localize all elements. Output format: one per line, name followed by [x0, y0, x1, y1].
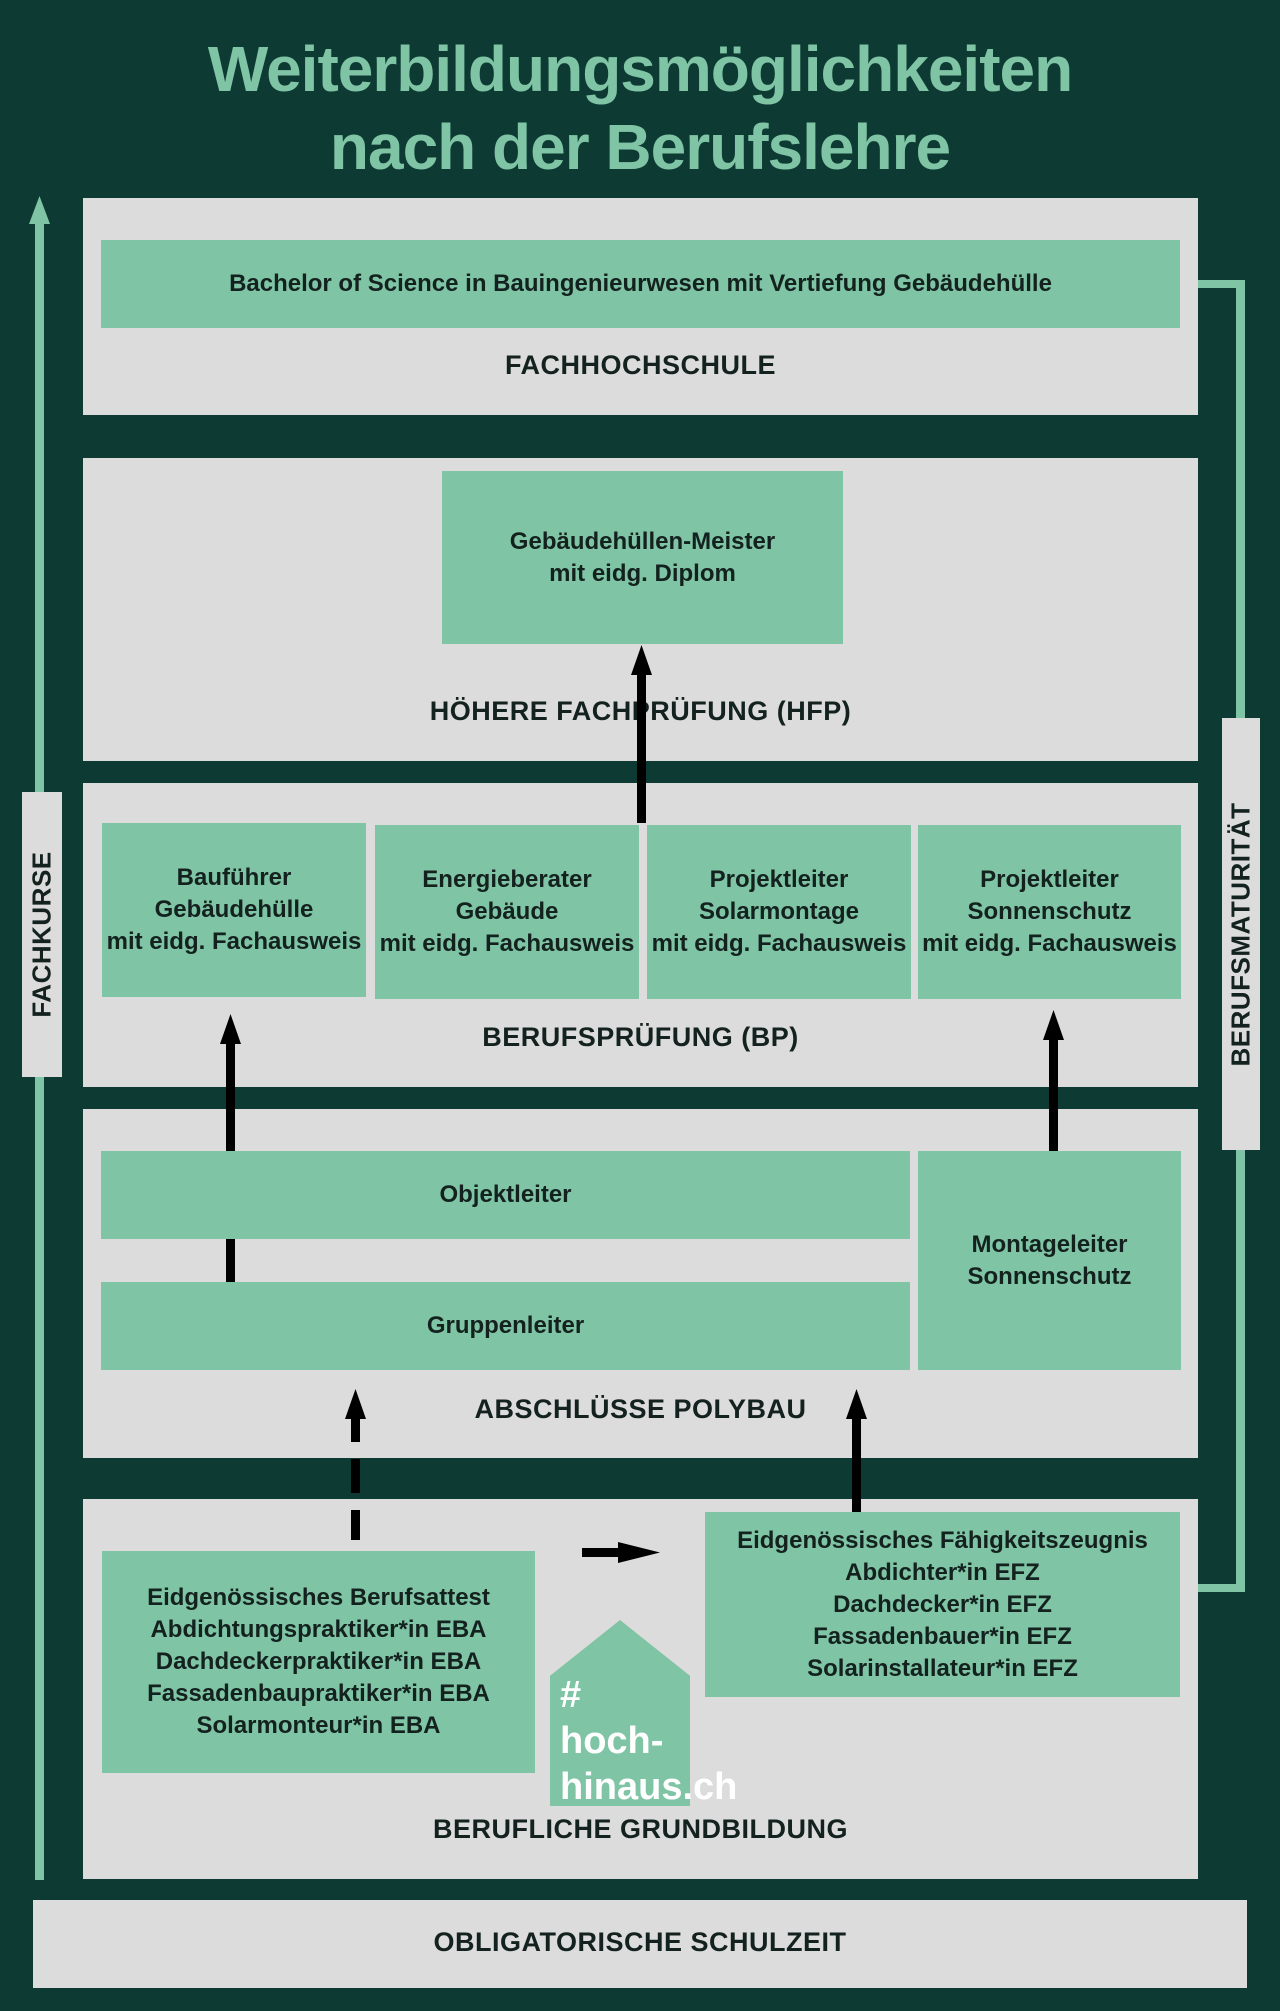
arrow-objektleiter-to-baufuehrer-head — [220, 1014, 241, 1044]
bp-box-text: Gebäudehülle — [154, 896, 314, 923]
meister-box: Gebäudehüllen-Meister mit eidg. Diplom — [442, 471, 843, 644]
schulzeit-label: OBLIGATORISCHE SCHULZEIT — [433, 1927, 847, 1957]
arrow-eba-dash-3 — [351, 1418, 360, 1442]
efz-item: Solarinstallateur*in EFZ — [807, 1654, 1078, 1682]
bp-box-text: Projektleiter — [980, 866, 1119, 893]
arrow-eba-dash-2 — [351, 1459, 360, 1493]
bp-box-text: mit eidg. Fachausweis — [651, 930, 907, 957]
gruppenleiter-box: Gruppenleiter — [101, 1282, 910, 1370]
arrow-bp-to-meister-head — [631, 645, 652, 675]
eba-heading: Eidgenössisches Berufsattest — [147, 1584, 490, 1611]
berufsmaturitaet-line-top — [1180, 280, 1245, 288]
bp-box-text: Bauführer — [176, 864, 292, 891]
bp-box-text: Energieberater Gebäude — [422, 866, 592, 925]
bp-box-text: mit eidg. Fachausweis — [379, 930, 635, 957]
logo-line-2: hoch- — [560, 1720, 664, 1762]
grundbildung-label: BERUFLICHE GRUNDBILDUNG — [433, 1814, 848, 1844]
eba-item: Fassadenbaupraktiker*in EBA — [147, 1680, 490, 1707]
fachkurse-arrow-head — [29, 196, 50, 224]
montageleiter-box: Montageleiter Sonnenschutz — [918, 1151, 1181, 1370]
bp-box-sonnenschutz: Projektleiter Sonnenschutz mit eidg. Fac… — [918, 825, 1181, 999]
arrow-objektleiter-to-baufuehrer-shaft — [226, 1040, 235, 1151]
meister-line-1: Gebäudehüllen-Meister — [509, 527, 776, 555]
fachhochschule-label: FACHHOCHSCHULE — [504, 350, 776, 380]
eba-item: Dachdeckerpraktiker*in EBA — [155, 1648, 482, 1675]
montageleiter-line-2: Sonnenschutz — [967, 1262, 1132, 1290]
arrow-montageleiter-to-sonnenschutz-head — [1043, 1010, 1064, 1040]
efz-item: Abdichter*in EFZ — [845, 1558, 1040, 1586]
bp-box-text: mit eidg. Fachausweis — [106, 928, 362, 955]
objektleiter-box: Objektleiter — [101, 1151, 910, 1239]
bp-box-text: Projektleiter — [709, 866, 849, 893]
arrow-efz-to-polybau-shaft — [852, 1414, 861, 1512]
logo-line-1: # — [560, 1674, 582, 1716]
efz-heading: Eidgenössisches Fähigkeitszeugnis — [737, 1526, 1148, 1554]
bp-label: BERUFSPRÜFUNG (BP) — [482, 1022, 799, 1052]
panel-schulzeit — [33, 1900, 1247, 1988]
efz-item: Fassadenbauer*in EFZ — [813, 1622, 1072, 1650]
arrow-eba-to-efz-head — [618, 1542, 660, 1563]
fachkurse-band: FACHKURSE — [22, 792, 62, 1077]
bp-box-text: Solarmontage — [698, 898, 860, 925]
arrow-eba-to-efz-shaft — [582, 1548, 622, 1557]
arrow-montageleiter-to-sonnenschutz-shaft — [1049, 1036, 1058, 1151]
page-title: Weiterbildungsmöglichkeiten nach der Ber… — [0, 30, 1280, 186]
bp-box-text: mit eidg. Fachausweis — [922, 930, 1177, 957]
gruppenleiter-text: Gruppenleiter — [426, 1312, 585, 1339]
bp-box-baufuehrer: Bauführer Gebäudehülle mit eidg. Fachaus… — [102, 823, 366, 997]
arrow-eba-to-gruppenleiter-head — [345, 1389, 366, 1419]
title-line-1: Weiterbildungsmöglichkeiten — [207, 33, 1073, 105]
berufsmaturitaet-band: BERUFSMATURITÄT — [1222, 718, 1260, 1150]
objektleiter-text: Objektleiter — [439, 1181, 572, 1208]
arrow-eba-dash-1 — [351, 1510, 360, 1540]
eba-box: Eidgenössisches Berufsattest Abdichtungs… — [102, 1551, 535, 1773]
bp-box-text: Sonnenschutz — [967, 898, 1132, 925]
bachelor-program-box: Bachelor of Science in Bauingenieurwesen… — [101, 240, 1180, 328]
connector-gruppenleiter-objektleiter — [226, 1239, 235, 1282]
eba-item: Abdichtungspraktiker*in EBA — [150, 1616, 487, 1643]
montageleiter-line-1: Montageleiter — [971, 1230, 1128, 1258]
eba-item: Solarmonteur*in EBA — [196, 1712, 441, 1739]
arrow-bp-to-meister-shaft — [637, 668, 646, 823]
berufsmaturitaet-line-bottom — [1180, 1584, 1245, 1592]
efz-item: Dachdecker*in EFZ — [833, 1590, 1052, 1618]
bp-box-energieberater: Energieberater Gebäude mit eidg. Fachaus… — [375, 825, 639, 999]
title-line-2: nach der Berufslehre — [329, 111, 951, 183]
arrow-efz-to-polybau-head — [846, 1389, 867, 1419]
bachelor-program-text: Bachelor of Science in Bauingenieurwesen… — [229, 270, 1052, 297]
polybau-label: ABSCHLÜSSE POLYBAU — [474, 1394, 807, 1424]
meister-line-2: mit eidg. Diplom — [549, 559, 736, 587]
efz-box: Eidgenössisches Fähigkeitszeugnis Abdich… — [705, 1512, 1180, 1697]
bp-box-solarmontage: Projektleiter Solarmontage mit eidg. Fac… — [647, 825, 911, 999]
